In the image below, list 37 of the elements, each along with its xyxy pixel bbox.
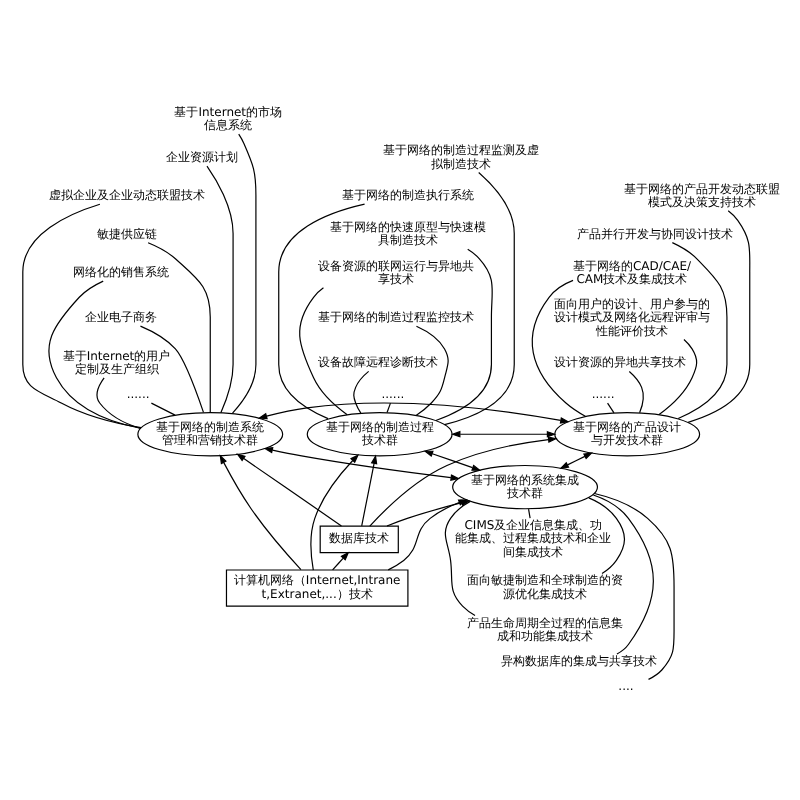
connector	[592, 492, 674, 680]
arrow	[449, 430, 556, 438]
arrow	[360, 454, 377, 527]
connector	[47, 280, 140, 429]
connector	[138, 325, 204, 413]
connector	[298, 287, 347, 416]
arrow	[256, 402, 569, 424]
connector	[527, 508, 530, 519]
connector	[591, 494, 653, 655]
connector	[414, 325, 448, 417]
arrow	[262, 446, 460, 481]
arrow	[558, 452, 593, 469]
connector	[530, 279, 586, 418]
connector	[443, 171, 514, 426]
connector	[230, 133, 256, 414]
connector	[352, 370, 369, 414]
connector	[95, 377, 140, 429]
connector	[277, 203, 365, 420]
connector	[657, 338, 697, 416]
connector	[605, 402, 614, 414]
connector	[587, 497, 625, 575]
connector	[385, 402, 391, 414]
connector	[146, 242, 210, 413]
connector	[149, 402, 175, 416]
arrow	[368, 436, 557, 527]
connector	[670, 242, 727, 420]
connector	[434, 248, 492, 422]
connector	[21, 203, 141, 429]
arrow	[331, 551, 349, 571]
connector	[627, 370, 643, 414]
arrow	[309, 453, 359, 571]
arrow	[422, 450, 481, 471]
connector	[686, 210, 750, 423]
arrow	[218, 454, 301, 571]
connector	[205, 165, 233, 414]
arrow	[386, 499, 467, 571]
arrow	[235, 453, 342, 527]
